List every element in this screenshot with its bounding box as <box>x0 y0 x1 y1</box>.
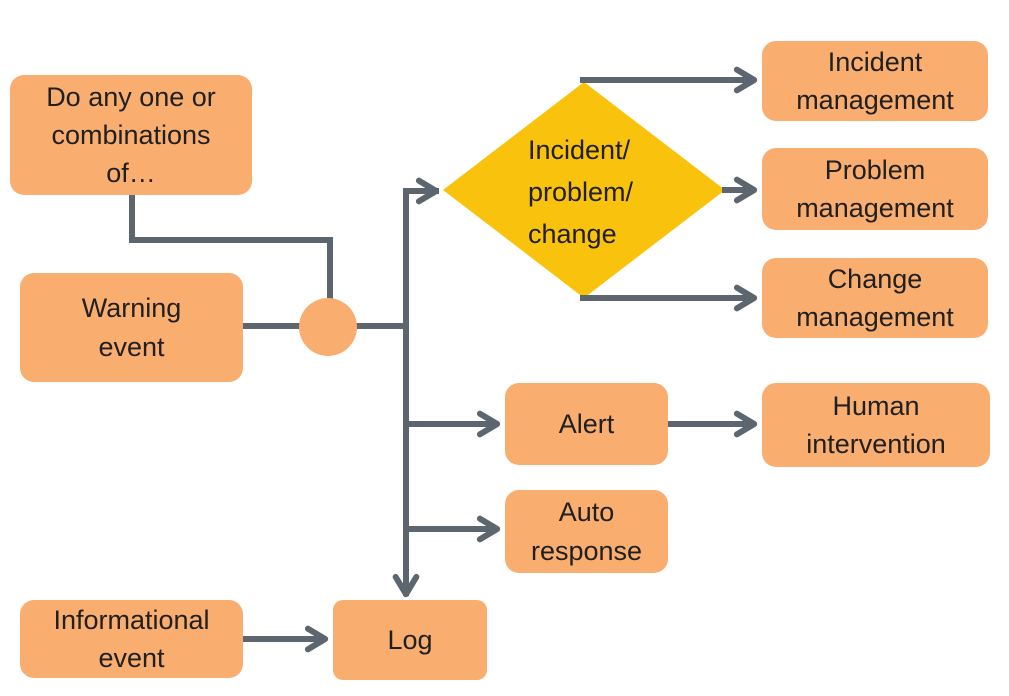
node-decision-label: Incident/ problem/ change <box>528 135 634 250</box>
decision-diamond-shape <box>443 82 725 298</box>
node-alert: Alert <box>505 383 668 465</box>
node-log: Log <box>333 600 487 680</box>
node-change-management: Change management <box>762 258 988 338</box>
junction-circle <box>299 298 357 356</box>
node-do-any-one: Do any one or combinations of… <box>10 75 252 195</box>
edge-do-any-to-junction <box>129 194 333 300</box>
node-problem-management: Problem management <box>762 148 988 230</box>
node-warning-event: Warning event <box>20 273 243 382</box>
node-human-intervention: Human intervention <box>762 383 990 467</box>
edge-junction-to-log <box>392 188 439 598</box>
node-informational-event: Informational event <box>20 600 243 678</box>
node-incident-management: Incident management <box>762 41 988 121</box>
node-auto-response: Auto response <box>505 490 668 573</box>
